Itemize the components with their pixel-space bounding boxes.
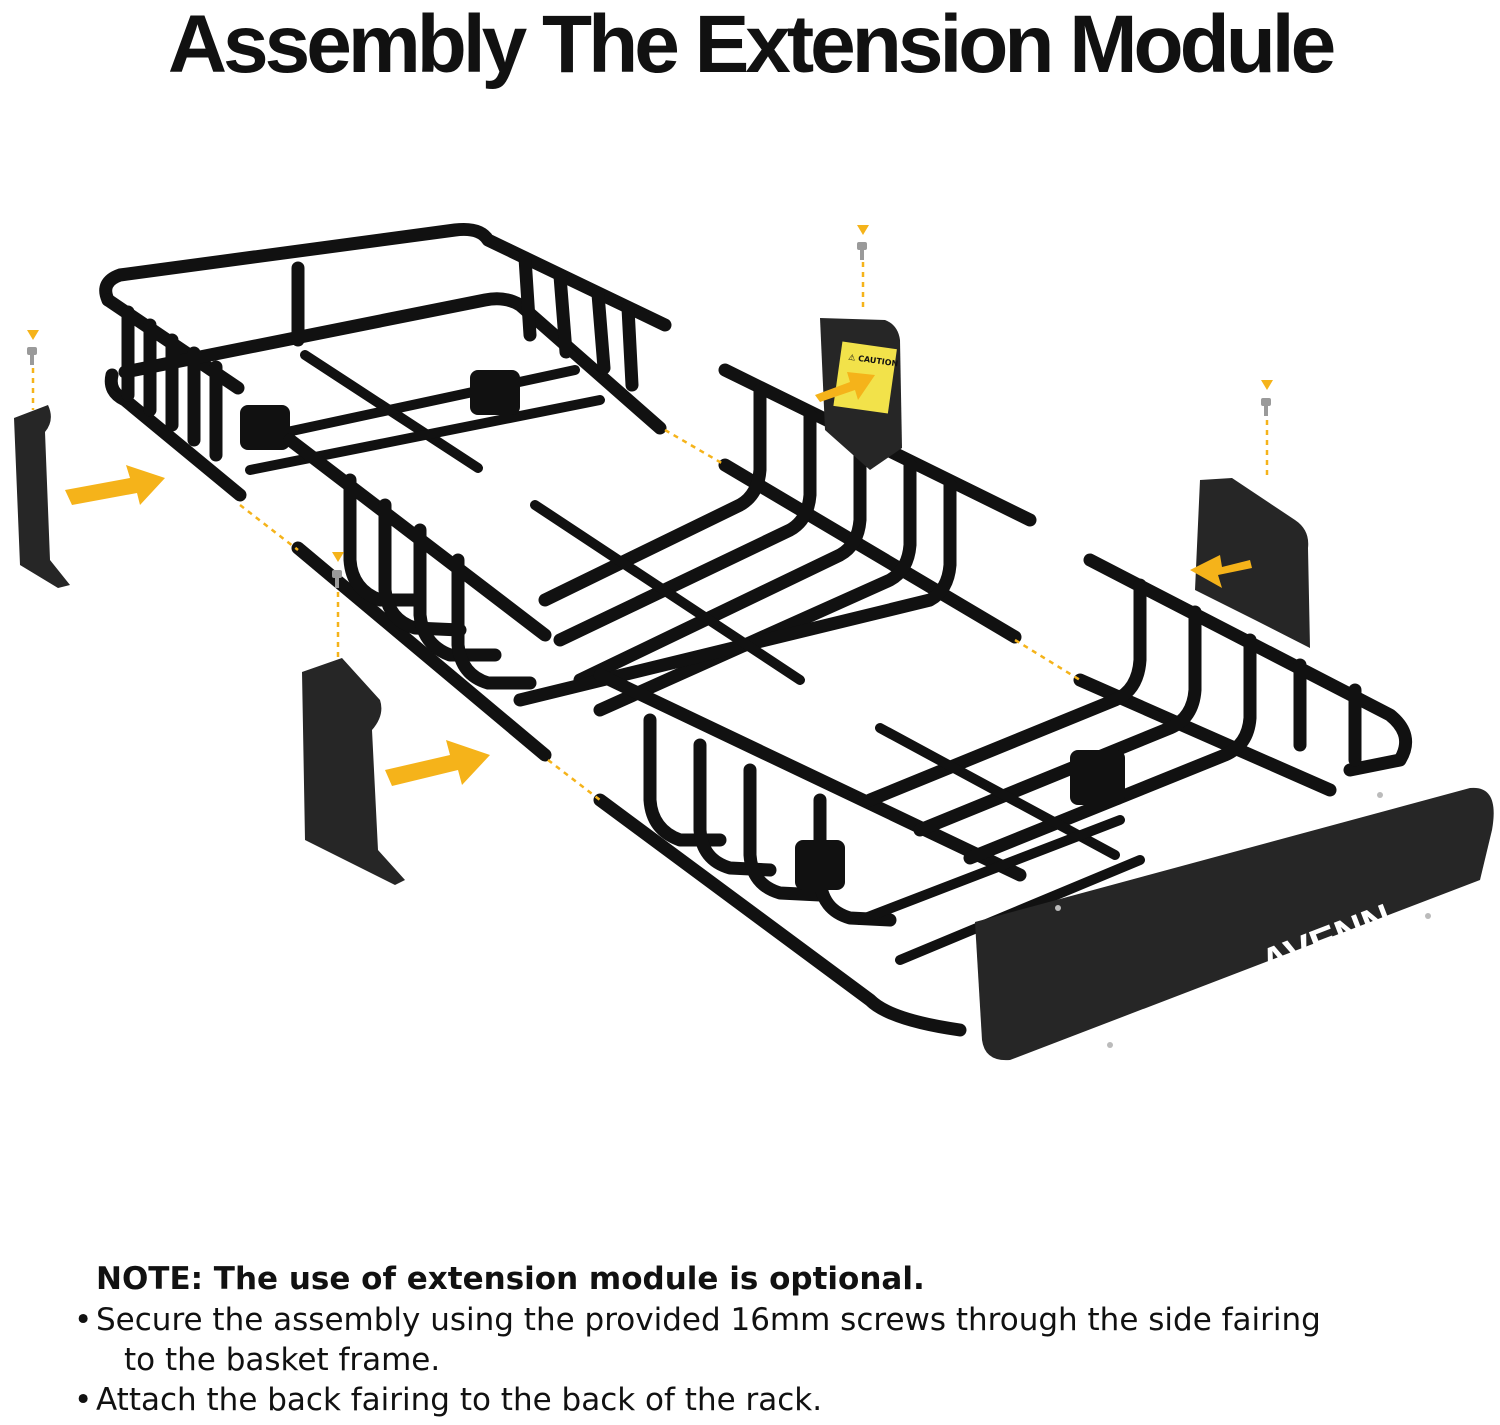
assembly-notes: NOTE: The use of extension module is opt… (74, 1258, 1454, 1420)
middle-extension-module (283, 363, 1037, 762)
side-fairing-left-top (14, 405, 70, 588)
bullet-text: Attach the back fairing to the back of t… (96, 1382, 823, 1418)
screw-icon (27, 242, 1271, 588)
rack-assembly-diagram: AVENN ⚠ CAUTION (14, 223, 1494, 1061)
bullet-line-continued: to the basket frame. (124, 1342, 441, 1378)
bullet-line: Secure the assembly using the provided 1… (96, 1302, 1321, 1338)
assembly-arrow-icon (65, 372, 1252, 786)
screw-pointer-icon (27, 225, 1273, 562)
note-bullet: • Attach the back fairing to the back of… (74, 1380, 1454, 1420)
alignment-dashed-line (31, 262, 1269, 801)
bullet-icon: • (74, 1382, 93, 1418)
note-bullet: • Secure the assembly using the provided… (74, 1300, 1454, 1380)
side-fairing-left-bottom (302, 658, 405, 885)
page-title: Assembly The Extension Module (167, 0, 1336, 90)
rear-clamp (240, 370, 520, 450)
note-heading: NOTE: The use of extension module is opt… (96, 1261, 925, 1297)
bullet-icon: • (74, 1302, 93, 1338)
bullet-text: Secure the assembly using the provided 1… (96, 1300, 1454, 1380)
rear-basket-module (99, 223, 672, 502)
side-fairing-right (1195, 478, 1310, 648)
front-clamp (795, 750, 1125, 890)
